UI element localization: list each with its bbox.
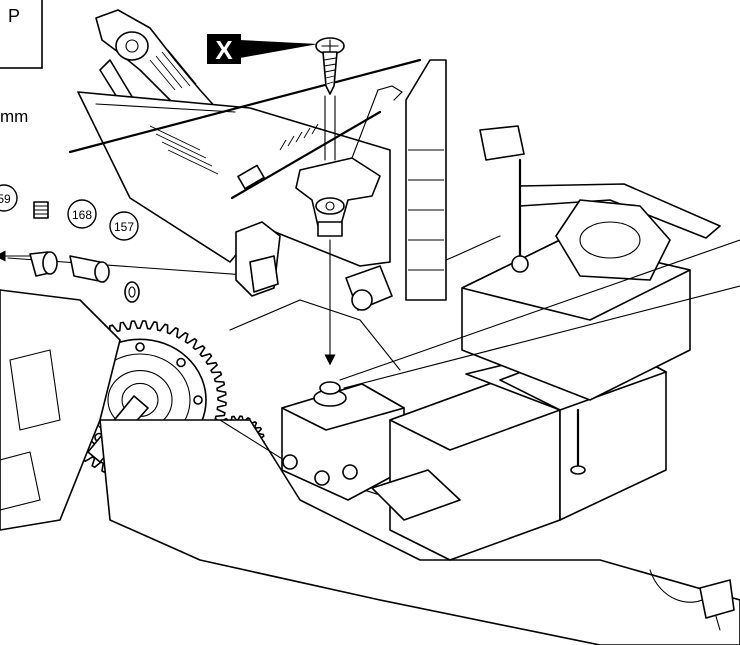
bottom-wire — [649, 569, 735, 631]
leader-lines — [339, 239, 740, 389]
x-marker-arrow — [240, 40, 318, 58]
left-housing — [0, 289, 121, 531]
callout-157-number: 157 — [114, 220, 134, 234]
link-bracket — [295, 85, 403, 237]
callout-159-number: 59 — [0, 192, 11, 206]
upper-right-mechanism — [405, 59, 721, 401]
x-marker: X — [207, 34, 318, 65]
gear-bolt-hole — [193, 395, 203, 405]
shaft-parts — [0, 250, 261, 303]
x-marker-letter: X — [215, 35, 233, 65]
corner-label-text: P — [8, 6, 20, 26]
center-housing — [281, 381, 405, 501]
callout-168-number: 168 — [72, 208, 92, 222]
cover-plate — [77, 91, 391, 267]
callout-157: 157 — [109, 211, 139, 241]
drive-rod — [68, 58, 422, 200]
gear-bolt-hole — [176, 357, 186, 368]
dimension-label: mm — [0, 107, 28, 126]
assembly-arrow — [324, 95, 336, 366]
set-screw — [33, 201, 49, 219]
center-mechanism — [229, 221, 401, 371]
screw-x — [315, 37, 345, 95]
callout-159: 59 — [0, 184, 18, 212]
corner-label-box: P — [0, 0, 43, 69]
gear-bolt-hole — [135, 342, 145, 352]
callout-168: 168 — [67, 199, 97, 229]
